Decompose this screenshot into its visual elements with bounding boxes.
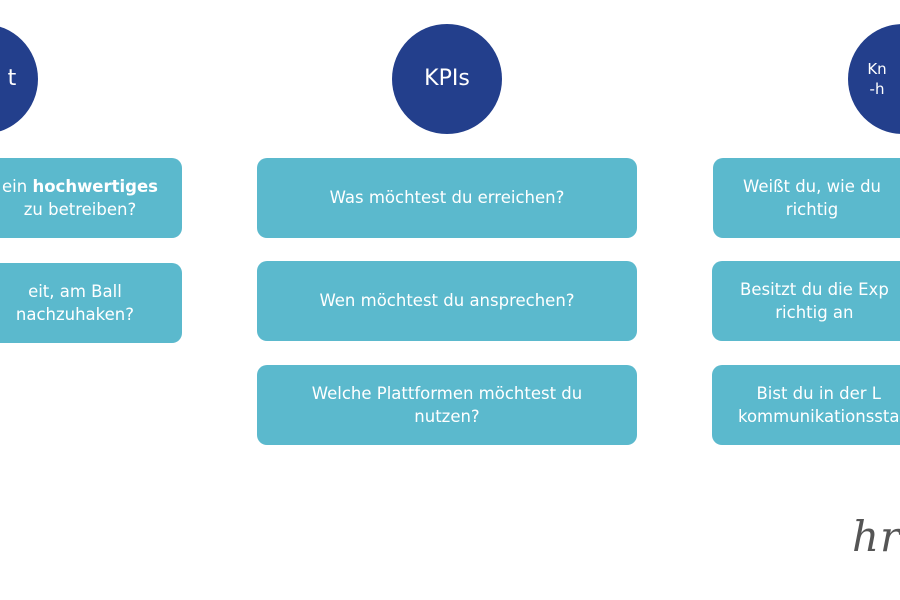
kpis-circle: KPIs: [392, 24, 502, 134]
right-column-box-3: Bist du in der L kommunikationssta: [712, 365, 900, 445]
right-column-box-3-text: Bist du in der L kommunikationssta: [738, 383, 900, 426]
left-column-heading: t: [7, 66, 17, 92]
left-column-box-1-pre: ein: [2, 176, 33, 196]
left-column-box-1-post: zu betreiben?: [23, 200, 137, 219]
brand-logo: hr: [852, 512, 900, 561]
left-column-box-1: ein hochwertiges zu betreiben?: [0, 158, 182, 238]
right-column-box-1: Weißt du, wie du richtig: [713, 158, 900, 238]
right-column-box-2: Besitzt du die Exp richtig an: [712, 261, 900, 341]
kpis-heading: KPIs: [424, 66, 470, 92]
kpis-box-3-text: Welche Plattformen möchtest du nutzen?: [311, 383, 583, 426]
right-column-box-2-text: Besitzt du die Exp richtig an: [740, 279, 889, 322]
left-column-box-1-text: ein hochwertiges zu betreiben?: [2, 175, 158, 222]
right-column-circle: Kn -h: [848, 24, 900, 134]
right-column-box-1-text: Weißt du, wie du richtig: [743, 176, 882, 219]
kpis-box-1: Was möchtest du erreichen?: [257, 158, 637, 238]
left-column-box-2: eit, am Ball nachzuhaken?: [0, 263, 182, 343]
kpis-box-3: Welche Plattformen möchtest du nutzen?: [257, 365, 637, 445]
right-column-heading: Kn -h: [867, 59, 887, 98]
left-column-box-2-text: eit, am Ball nachzuhaken?: [15, 281, 134, 324]
left-column-box-1-strong: hochwertiges: [32, 176, 158, 196]
kpis-box-2-text: Wen möchtest du ansprechen?: [319, 291, 575, 311]
left-column-circle: t: [0, 24, 38, 134]
kpis-box-1-text: Was möchtest du erreichen?: [329, 188, 565, 208]
kpis-box-2: Wen möchtest du ansprechen?: [257, 261, 637, 341]
